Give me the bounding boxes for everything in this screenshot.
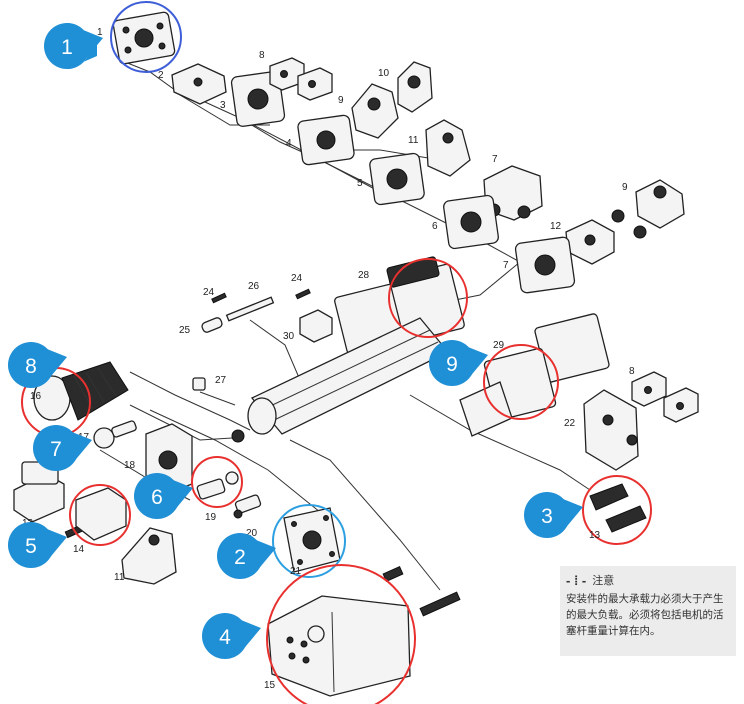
- part-label-2: 2: [158, 70, 164, 81]
- part-label-11-lower: 11: [114, 572, 125, 583]
- part-label-16: 16: [30, 391, 42, 402]
- svg-text:7: 7: [50, 438, 62, 461]
- svg-text:2: 2: [234, 546, 246, 569]
- note-box: - ⁞ - 注意 安装件的最大承载力必须大于产生的最大负载。必须将包括电机的活塞…: [560, 566, 736, 656]
- part-label-3: 3: [220, 100, 226, 111]
- part-label-29: 29: [493, 340, 505, 351]
- part-label-9-upper: 9: [338, 95, 344, 106]
- callout-badges: 1 2 3 4 5 6 7: [8, 23, 583, 659]
- part-21-flange-plate: [283, 507, 341, 573]
- part-label-12: 12: [550, 221, 562, 232]
- part-17-rod-eye: [93, 420, 137, 449]
- svg-text:1: 1: [61, 36, 73, 59]
- part-24-26-25-rods: [201, 288, 311, 333]
- callout-badge-7: 7: [33, 425, 92, 471]
- part-label-10: 10: [378, 68, 390, 79]
- callout-badge-5: 5: [8, 522, 67, 568]
- cylinder-body: [231, 317, 450, 443]
- part-18-plate: [145, 423, 193, 495]
- part-label-7-upper: 7: [492, 154, 498, 165]
- part-13-foot-mount: [13, 461, 65, 523]
- callout-badge-6: 6: [134, 473, 193, 519]
- note-header: - ⁞ - 注意: [566, 572, 730, 588]
- part-label-8-upper: 8: [259, 50, 265, 61]
- part-label-1: 1: [97, 27, 103, 38]
- part-11-pivot-bracket: [425, 119, 471, 177]
- highlight-circle-blue: [110, 1, 182, 73]
- highlight-circle-red: [483, 344, 559, 420]
- highlight-circle-cyan: [272, 504, 346, 578]
- part-27-fitting: [192, 377, 206, 391]
- part-label-15: 15: [264, 680, 276, 691]
- part-label-4: 4: [286, 138, 292, 149]
- part-label-11-upper: 11: [408, 135, 419, 146]
- part-9-clevis: [351, 83, 399, 139]
- part-label-18: 18: [124, 460, 136, 471]
- part-13-clamps-right: [589, 483, 647, 533]
- part-5-flange: [369, 152, 425, 206]
- part-2-clevis-bracket: [171, 63, 227, 105]
- part-label-26: 26: [248, 281, 260, 292]
- callout-badge-4: 4: [202, 613, 261, 659]
- part-label-20: 20: [246, 528, 258, 539]
- part-30-clamp: [299, 309, 333, 343]
- part-label-7-lower: 7: [503, 260, 509, 271]
- part-label-6: 6: [432, 221, 438, 232]
- part-11-pivot-bracket-lower: [121, 527, 177, 585]
- svg-text:8: 8: [25, 355, 37, 378]
- part-label-8-lower: 8: [629, 366, 635, 377]
- part-7-flange-lower: [514, 236, 576, 294]
- info-icon: - ⁞ -: [566, 572, 587, 588]
- part-label-5: 5: [357, 178, 363, 189]
- part-label-24-left: 24: [203, 287, 215, 298]
- svg-text:5: 5: [25, 535, 37, 558]
- part-label-14: 14: [73, 544, 85, 555]
- svg-text:3: 3: [541, 505, 553, 528]
- part-14-rod-connector: [64, 487, 127, 541]
- part-8-mounting-blocks: [269, 57, 333, 101]
- svg-text:4: 4: [219, 626, 231, 649]
- callout-badge-9: 9: [429, 340, 488, 386]
- part-8-blocks-right: [631, 371, 699, 423]
- highlight-circle-red: [266, 564, 416, 704]
- note-body: 安装件的最大承载力必须大于产生的最大负载。必须将包括电机的活塞杆重量计算在内。: [566, 593, 724, 637]
- callout-badge-1: 1: [44, 23, 103, 69]
- part-label-9-right: 9: [622, 182, 628, 193]
- part-number-labels: 1 2 3 4 5 6 7 7 8 8 9 9 10 11 11 12 13 1…: [22, 27, 635, 691]
- svg-text:9: 9: [446, 353, 458, 376]
- part-label-27: 27: [215, 375, 227, 386]
- part-label-13-right: 13: [589, 530, 601, 541]
- highlight-circle-red: [191, 456, 243, 508]
- part-15-guide-unit: [267, 566, 461, 697]
- highlight-circle-red: [69, 484, 131, 546]
- part-9-clevis-right: [611, 179, 685, 239]
- part-10-clevis: [397, 61, 433, 113]
- callout-badge-3: 3: [524, 492, 583, 538]
- callout-badge-2: 2: [217, 533, 276, 579]
- part-label-30: 30: [283, 331, 295, 342]
- svg-text:6: 6: [151, 486, 163, 509]
- part-label-19: 19: [205, 512, 217, 523]
- part-label-24-right: 24: [291, 273, 303, 284]
- part-6-flange: [443, 194, 499, 250]
- part-1-flange-mount: [112, 11, 176, 65]
- note-title: 注意: [592, 575, 615, 587]
- highlight-circle-red: [582, 475, 652, 545]
- part-label-28: 28: [358, 270, 370, 281]
- part-22-bracket: [583, 389, 639, 471]
- part-4-flange: [297, 114, 355, 166]
- part-label-25: 25: [179, 325, 191, 336]
- part-20-coupling: [233, 494, 262, 519]
- part-label-21: 21: [290, 566, 302, 577]
- part-label-22: 22: [564, 418, 576, 429]
- part-19-rod-clevis: [196, 471, 239, 500]
- callout-badge-8: 8: [8, 342, 67, 388]
- highlight-circle-red: [388, 258, 468, 338]
- part-12-clevis: [565, 219, 615, 265]
